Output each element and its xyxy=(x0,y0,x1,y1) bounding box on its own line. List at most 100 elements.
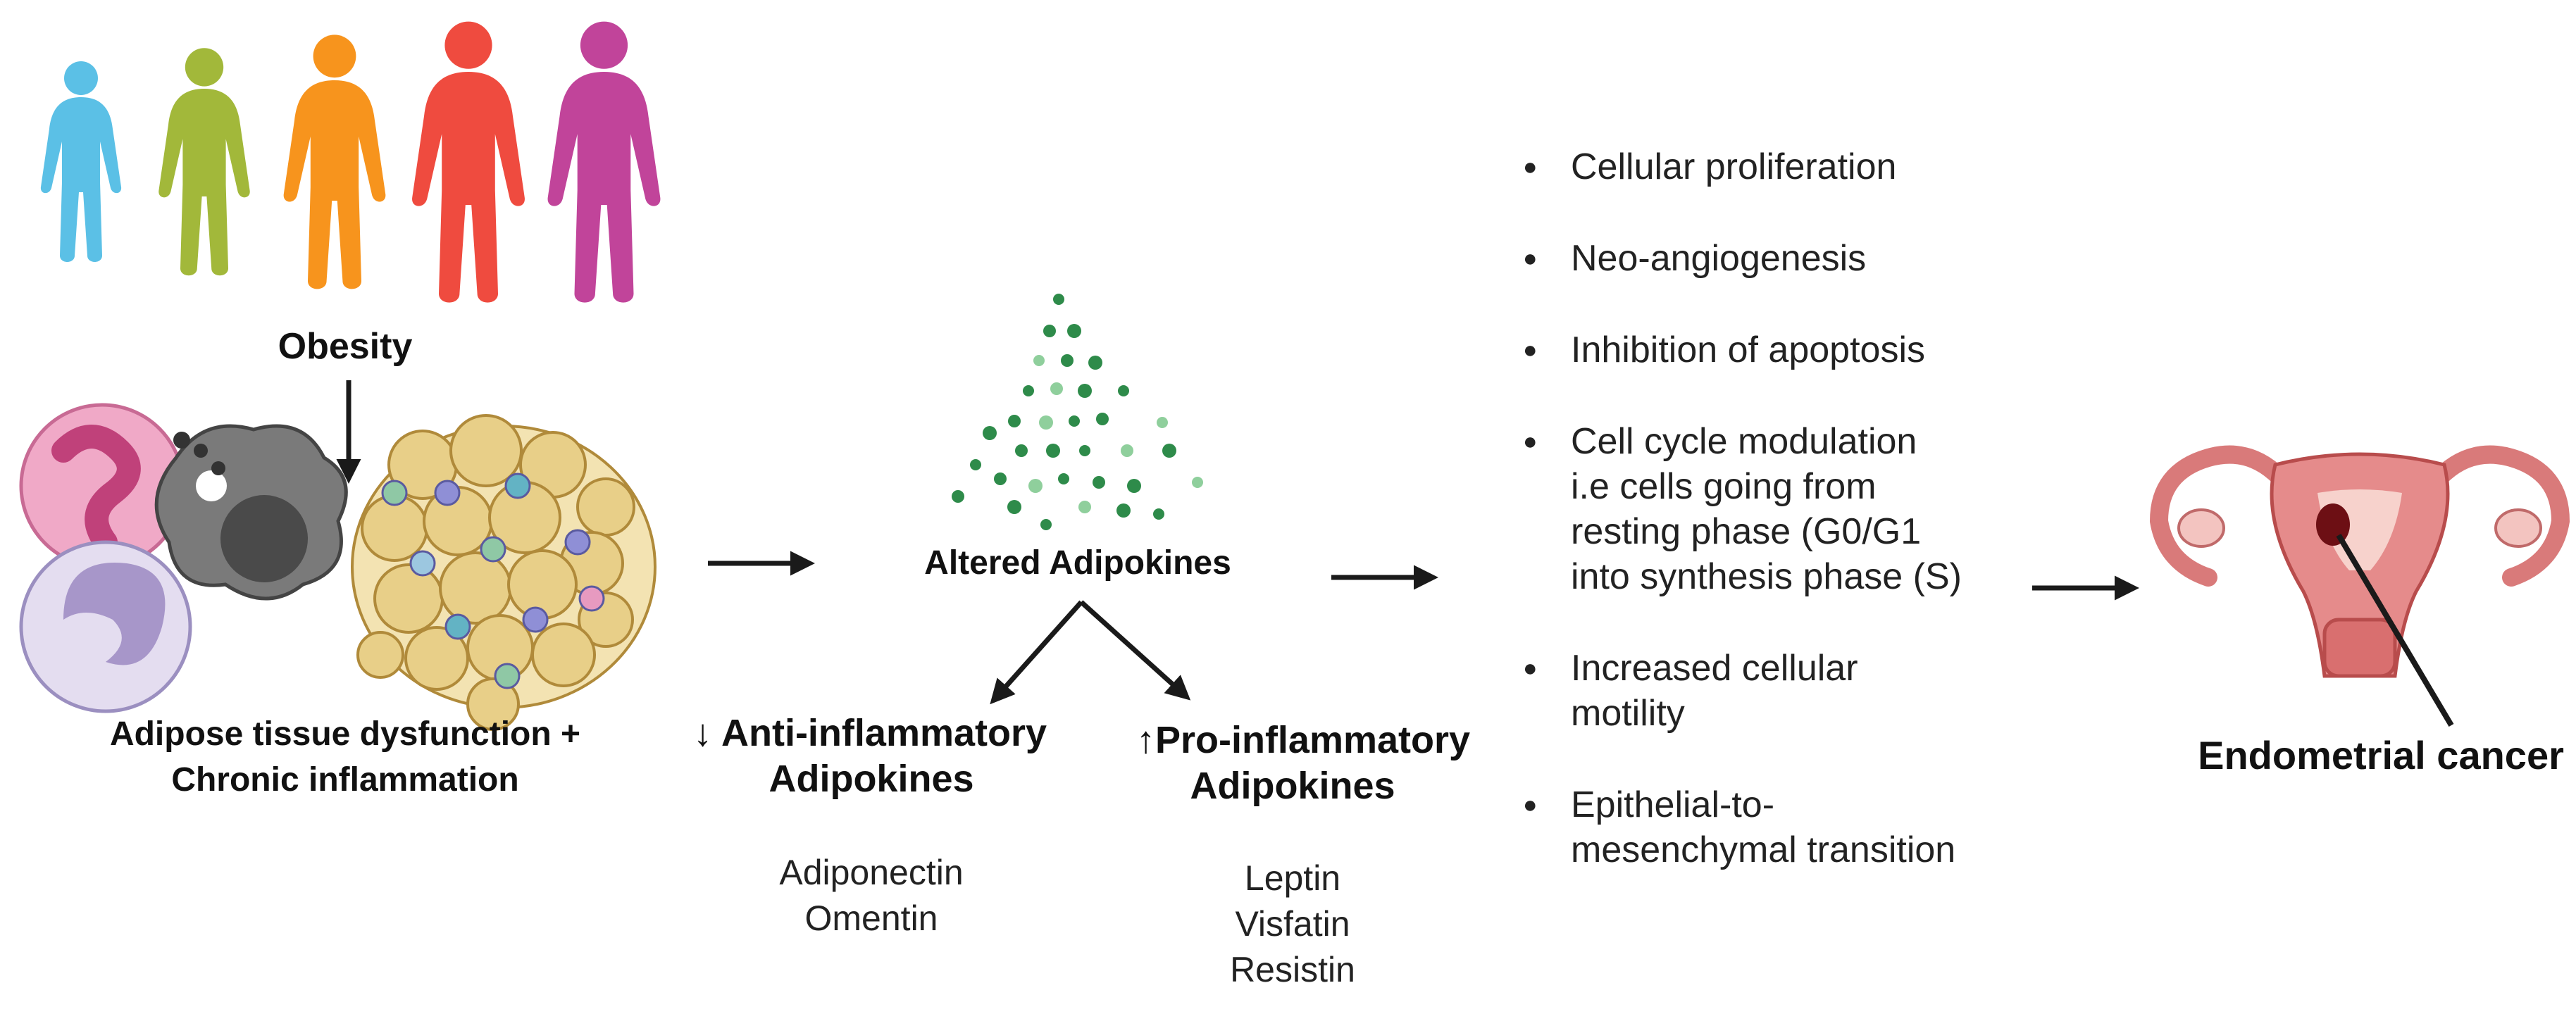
immune-cell-dot xyxy=(409,550,436,577)
adipose-tissue-icon xyxy=(351,414,657,731)
fat-cell xyxy=(466,677,520,731)
adipokine-dot xyxy=(1007,500,1021,514)
immune-cell-dot xyxy=(434,480,461,506)
fat-cell xyxy=(531,622,596,687)
adipokine-dot xyxy=(1058,473,1069,484)
uterus-icon xyxy=(2149,445,2570,727)
adipokine-dot xyxy=(1153,508,1164,520)
immune-cell-dot xyxy=(494,663,521,689)
macrophage-icon xyxy=(154,424,348,601)
fat-cell xyxy=(373,563,444,634)
lymphocyte-icon xyxy=(19,540,192,713)
effect-line: into synthesis phase (S) xyxy=(1571,556,1962,597)
body-silhouette-icon xyxy=(40,61,122,262)
effect-line: i.e cells going from xyxy=(1571,466,1877,507)
adipokine-dot xyxy=(994,472,1007,485)
adipokine-dot xyxy=(1043,325,1056,337)
adipokine-dot xyxy=(1015,444,1028,457)
body-silhouette-icon xyxy=(158,48,250,276)
fat-cell xyxy=(507,549,578,620)
anti-inflammatory-sublabel: Adipokines xyxy=(769,758,974,800)
adipokine-dot xyxy=(1127,479,1141,493)
tumor-pointer xyxy=(2336,533,2454,727)
adipose-label-line1: Adipose tissue dysfunction + xyxy=(109,715,581,753)
effect-item: Increased cellular motility xyxy=(1514,646,1962,736)
adipokine-dot xyxy=(1050,382,1063,395)
pro-item: Leptin xyxy=(1244,858,1341,898)
adipokine-dot xyxy=(1162,444,1176,458)
adipose-label-line2: Chronic inflammation xyxy=(171,761,519,799)
pro-inflammatory-sublabel: Adipokines xyxy=(1190,765,1395,807)
effect-line: Inhibition of apoptosis xyxy=(1571,330,1926,370)
adipokine-dot xyxy=(1053,294,1064,305)
adipokine-dot xyxy=(1039,415,1053,430)
silhouette-row xyxy=(40,21,661,303)
adipokine-dot xyxy=(1033,355,1045,366)
adipokine-dot xyxy=(1121,444,1133,457)
effect-line: Increased cellular xyxy=(1571,648,1858,689)
fat-cell xyxy=(449,414,523,487)
adipokine-dot xyxy=(1040,519,1052,530)
adipokine-dot xyxy=(1046,444,1060,458)
adipokine-dot xyxy=(1079,445,1090,456)
adipokine-dot xyxy=(1069,415,1080,427)
adipokine-dot xyxy=(1192,477,1203,488)
fat-cell xyxy=(576,477,635,537)
adipokine-dot xyxy=(1088,356,1102,370)
immune-cell-dot xyxy=(480,536,506,563)
body-silhouette-icon xyxy=(547,21,661,303)
adipokine-dot xyxy=(1061,354,1074,367)
fat-cell xyxy=(356,631,404,679)
adipokine-dot xyxy=(952,490,964,503)
effect-line: resting phase (G0/G1 xyxy=(1571,511,1922,552)
immune-cell-dot xyxy=(578,585,605,612)
effect-item: Cellular proliferation xyxy=(1514,144,1962,189)
effect-line: Cell cycle modulation xyxy=(1571,421,1917,462)
adipokine-dot xyxy=(1008,415,1021,427)
adipokine-dots xyxy=(952,294,1203,530)
effect-line: Epithelial-to- xyxy=(1571,784,1775,825)
effect-item: Cell cycle modulation i.e cells going fr… xyxy=(1514,419,1962,599)
immune-cells xyxy=(19,403,348,713)
immune-cell-dot xyxy=(522,606,549,633)
pro-item: Resistin xyxy=(1230,950,1355,989)
effect-item: Epithelial-to- mesenchymal transition xyxy=(1514,782,1962,872)
immune-cell-dot xyxy=(564,529,591,556)
endometrial-cancer-label: Endometrial cancer xyxy=(2198,733,2564,777)
adipokine-dot xyxy=(1096,413,1109,425)
adipokine-dot xyxy=(1023,385,1034,396)
adipokine-dot xyxy=(970,459,981,470)
immune-cell-dot xyxy=(504,472,531,499)
pro-inflammatory-label: ↑Pro-inflammatory xyxy=(1135,719,1471,761)
body-silhouette-icon xyxy=(412,21,525,303)
effect-line: Neo-angiogenesis xyxy=(1571,238,1867,279)
effect-item: Inhibition of apoptosis xyxy=(1514,327,1962,373)
fat-cell xyxy=(439,551,512,625)
adipokine-dot xyxy=(1028,479,1043,493)
effects-list: Cellular proliferation Neo-angiogenesis … xyxy=(1514,144,1962,919)
adipokine-dot xyxy=(1157,417,1168,428)
split-arrow-anti xyxy=(990,600,1083,705)
adipokine-dot xyxy=(983,426,997,440)
anti-inflammatory-label: ↓ Anti-inflammatory xyxy=(692,712,1047,754)
anti-item: Adiponectin xyxy=(779,853,964,892)
obesity-label: Obesity xyxy=(278,326,413,367)
immune-cell-dot xyxy=(381,480,408,506)
fat-cell xyxy=(404,626,469,691)
effect-line: motility xyxy=(1571,693,1685,734)
effect-line: mesenchymal transition xyxy=(1571,830,1956,870)
altered-adipokines-label: Altered Adipokines xyxy=(924,544,1231,582)
adipokine-dot xyxy=(1067,324,1081,338)
effect-item: Neo-angiogenesis xyxy=(1514,236,1962,281)
adipokine-dot xyxy=(1078,384,1092,398)
adipokine-dot xyxy=(1078,501,1091,513)
immune-cell-dot xyxy=(444,613,471,640)
pro-item: Visfatin xyxy=(1235,904,1350,944)
adipokine-dot xyxy=(1116,503,1131,518)
effect-line: Cellular proliferation xyxy=(1571,146,1897,187)
split-arrow-pro xyxy=(1079,600,1191,701)
adipokine-dot xyxy=(1093,476,1105,489)
anti-item: Omentin xyxy=(804,899,938,938)
adipokine-dot xyxy=(1118,385,1129,396)
